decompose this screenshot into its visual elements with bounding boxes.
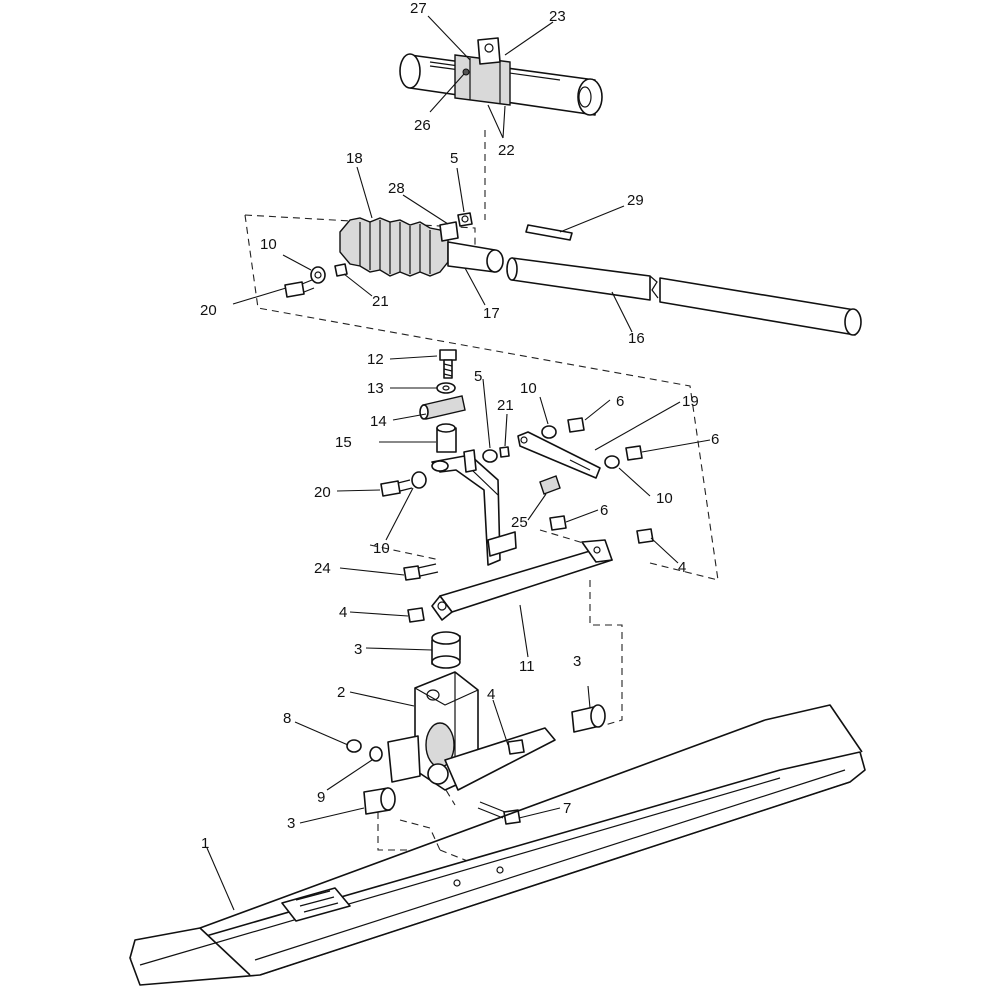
callout-10-upper: 10 (260, 236, 277, 253)
callout-28: 28 (388, 180, 405, 197)
gear-housing-tube (439, 221, 504, 273)
callout-27: 27 (410, 0, 427, 17)
upright-bracket (431, 449, 501, 566)
callout-17: 17 (483, 305, 500, 322)
callout-23: 23 (549, 8, 566, 25)
callout-4-right: 4 (678, 559, 686, 576)
callout-3-upper: 3 (354, 641, 362, 658)
callout-3-right: 3 (573, 653, 581, 670)
mount-hardware (346, 704, 606, 825)
callout-20-lower: 20 (314, 484, 331, 501)
steering-shaft (506, 257, 862, 336)
callout-7: 7 (563, 800, 571, 817)
callout-14: 14 (370, 413, 387, 430)
callout-16: 16 (628, 330, 645, 347)
callout-22: 22 (498, 142, 515, 159)
bushing-upper (431, 631, 461, 669)
callout-15: 15 (335, 434, 352, 451)
callout-10-bracket: 10 (520, 380, 537, 397)
callout-6-right: 6 (711, 431, 719, 448)
callout-8: 8 (283, 710, 291, 727)
callout-29: 29 (627, 192, 644, 209)
callout-18: 18 (346, 150, 363, 167)
callout-19: 19 (682, 393, 699, 410)
callout-10-right: 10 (656, 490, 673, 507)
callout-12: 12 (367, 351, 384, 368)
callout-2: 2 (337, 684, 345, 701)
callout-6-lower: 6 (600, 502, 608, 519)
callout-5-upper: 5 (450, 150, 458, 167)
callout-3-lower: 3 (287, 815, 295, 832)
callout-9: 9 (317, 789, 325, 806)
crossbar-11 (431, 531, 613, 621)
callout-labels: 27 23 26 22 18 5 28 29 10 20 21 17 16 12… (200, 0, 719, 852)
callout-10-lower: 10 (373, 540, 390, 557)
callout-5-lower: 5 (474, 368, 482, 385)
pivot-hardware (419, 349, 466, 453)
callout-13: 13 (367, 380, 384, 397)
callout-24: 24 (314, 560, 331, 577)
base-beam-1 (129, 704, 866, 986)
callout-20-upper: 20 (200, 302, 217, 319)
link-bar-19 (517, 431, 601, 479)
steering-bellows (339, 217, 449, 277)
callout-11: 11 (519, 658, 535, 675)
key-29 (525, 224, 573, 241)
callout-26: 26 (414, 117, 431, 134)
callout-21-lower: 21 (497, 397, 514, 414)
leader-lines (206, 15, 711, 911)
assembly-outlines (244, 130, 719, 896)
callout-1: 1 (201, 835, 209, 852)
callout-21-upper: 21 (372, 293, 389, 310)
column-clamp (454, 37, 511, 106)
bracket-hardware (380, 417, 654, 623)
callout-4-left: 4 (339, 604, 347, 621)
callout-25: 25 (511, 514, 528, 531)
callout-6-upper: 6 (616, 393, 624, 410)
callout-4-mid: 4 (487, 686, 495, 703)
mount-block-2 (387, 671, 556, 791)
hardware-upper (284, 212, 473, 298)
